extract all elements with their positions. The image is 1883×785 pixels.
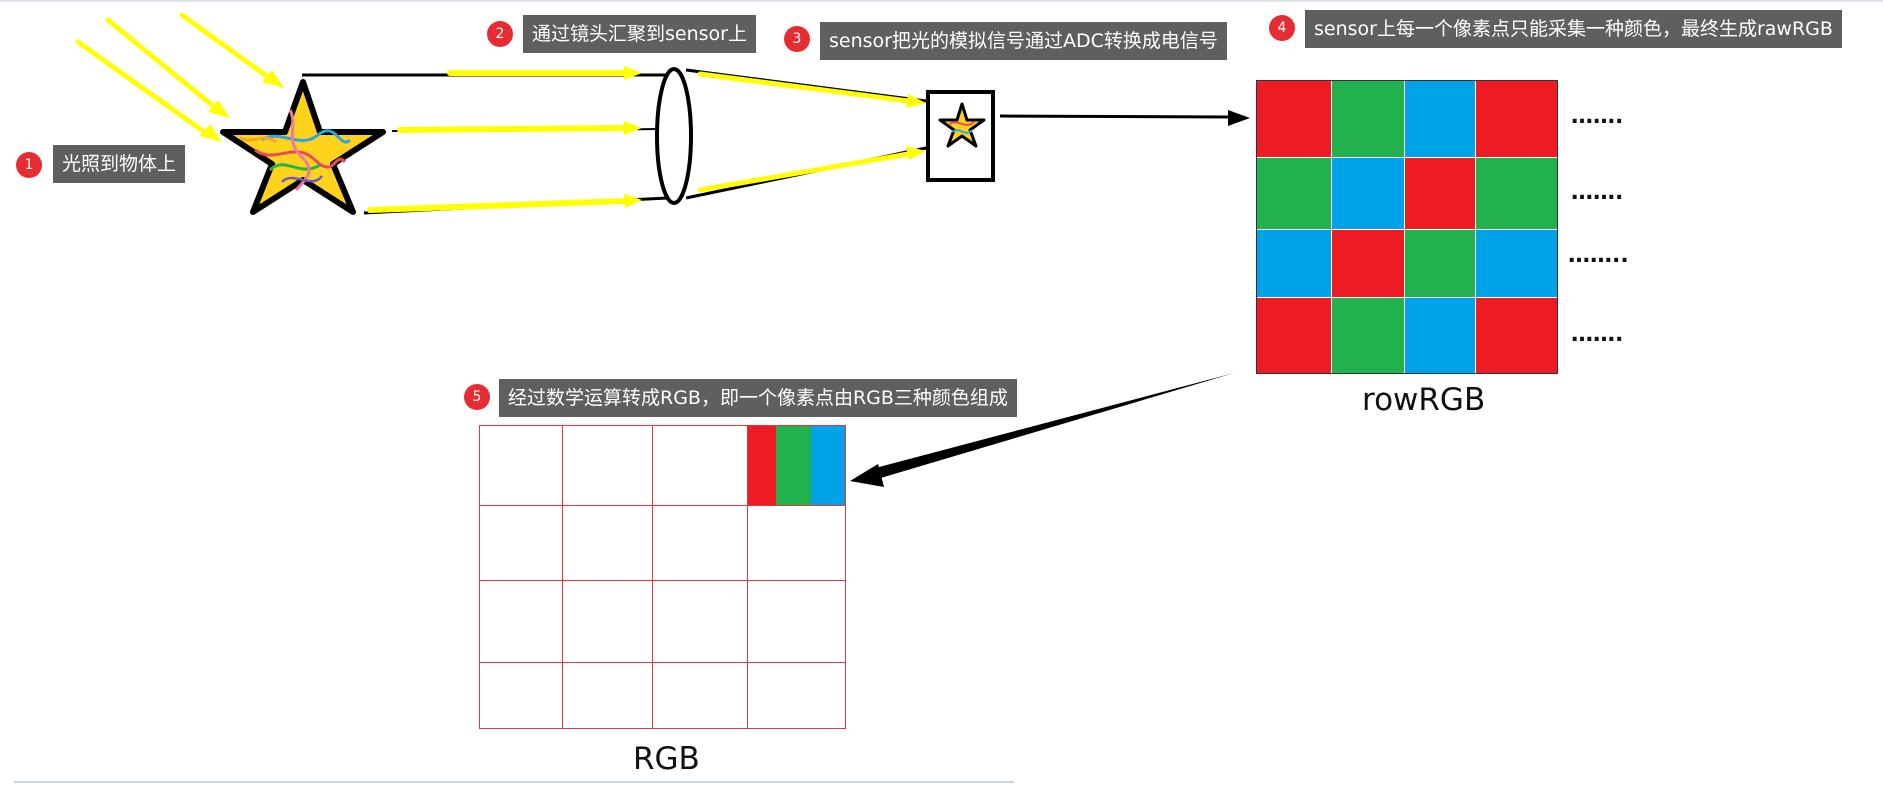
rgb-pixel xyxy=(653,506,748,581)
step-1-badge: 1 xyxy=(16,152,42,178)
step-2-label: 通过镜头汇聚到sensor上 xyxy=(523,15,756,53)
step-5-label: 经过数学运算转成RGB，即一个像素点由RGB三种颜色组成 xyxy=(499,379,1017,417)
raw-row-continuation: ……. xyxy=(1571,104,1624,129)
lens-to-sensor-rays xyxy=(697,71,926,193)
rgb-grid-label: RGB xyxy=(633,741,700,777)
raw-row-continuation: …….. xyxy=(1568,243,1629,268)
light-ray xyxy=(367,198,628,213)
rgb-pixel xyxy=(563,581,653,663)
raw-pixel-red xyxy=(1332,230,1405,298)
raw-pixel-red xyxy=(1476,81,1557,158)
step-1-label: 光照到物体上 xyxy=(53,145,186,183)
rgb-pixel xyxy=(748,506,845,581)
sensor-star-image xyxy=(938,102,986,148)
bottom-border xyxy=(14,781,1014,783)
rgb-pixel xyxy=(563,506,653,581)
rgb-pixel xyxy=(748,426,845,506)
raw-row-continuation: ……. xyxy=(1571,322,1624,347)
light-ray xyxy=(397,125,628,133)
raw-pixel-blue xyxy=(1332,158,1405,230)
rgb-pixel xyxy=(480,426,563,506)
step-4-label: sensor上每一个像素点只能采集一种颜色，最终生成rawRGB xyxy=(1305,10,1842,48)
raw-pixel-blue xyxy=(1405,298,1476,373)
raw-pixel-blue xyxy=(1476,230,1557,298)
rgb-pixel xyxy=(563,663,653,728)
light-ray xyxy=(697,71,911,104)
rgb-subpixel-red xyxy=(748,426,776,505)
step-3-label: sensor把光的模拟信号通过ADC转换成电信号 xyxy=(820,22,1227,60)
rgb-pixel xyxy=(563,426,653,506)
raw-row-continuation: ……. xyxy=(1571,180,1624,205)
raw-pixel-red xyxy=(1405,158,1476,230)
rgb-subpixel-blue xyxy=(811,426,845,505)
raw-rgb-grid xyxy=(1256,80,1558,374)
rgb-pixel xyxy=(653,426,748,506)
light-ray xyxy=(105,17,221,113)
raw-pixel-green xyxy=(1476,158,1557,230)
rgb-pixel xyxy=(480,663,563,728)
rgb-subpixel-green xyxy=(776,426,811,505)
raw-pixel-red xyxy=(1476,298,1557,373)
rgb-pixel xyxy=(480,581,563,663)
object-to-lens-rays xyxy=(367,66,642,213)
raw-pixel-green xyxy=(1332,81,1405,158)
raw-pixel-green xyxy=(1257,158,1332,230)
raw-pixel-blue xyxy=(1405,81,1476,158)
step-5-badge: 5 xyxy=(464,384,490,410)
raw-pixel-red xyxy=(1257,298,1332,373)
sensor-to-raw-arrow xyxy=(999,110,1250,126)
rgb-pixel xyxy=(480,506,563,581)
incoming-light-rays xyxy=(75,12,284,142)
raw-pixel-blue xyxy=(1257,230,1332,298)
lens xyxy=(655,67,693,205)
rgb-pixel xyxy=(653,663,748,728)
sensor xyxy=(926,90,995,182)
raw-to-rgb-arrow xyxy=(850,373,1234,487)
light-ray xyxy=(697,151,911,193)
light-ray xyxy=(75,39,213,139)
top-border xyxy=(0,0,1883,2)
raw-pixel-red xyxy=(1257,81,1332,158)
rgb-grid xyxy=(479,425,846,729)
raw-pixel-green xyxy=(1405,230,1476,298)
raw-pixel-green xyxy=(1332,298,1405,373)
object-star xyxy=(220,79,386,215)
rgb-pixel xyxy=(748,581,845,663)
rgb-pixel xyxy=(653,581,748,663)
light-ray xyxy=(179,12,275,83)
step-4-badge: 4 xyxy=(1269,15,1295,41)
step-3-badge: 3 xyxy=(784,26,810,52)
step-2-badge: 2 xyxy=(487,21,513,47)
rgb-pixel xyxy=(748,663,845,728)
raw-grid-label: rowRGB xyxy=(1362,382,1486,418)
